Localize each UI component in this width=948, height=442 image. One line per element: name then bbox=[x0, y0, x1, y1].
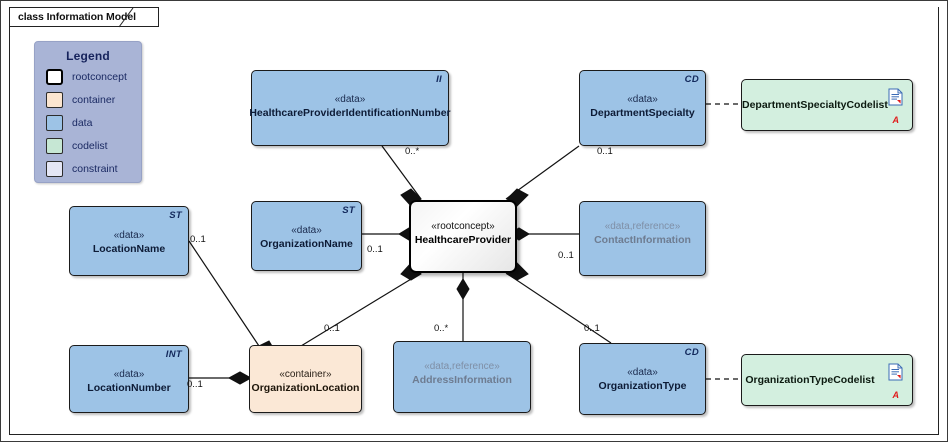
node-stereotype-contact-information: «data,reference» bbox=[604, 221, 681, 232]
multiplicity-department-specialty: 0..1 bbox=[597, 146, 613, 157]
node-stereotype-address-information: «data,reference» bbox=[424, 361, 500, 372]
legend-swatch-rootconcept bbox=[46, 68, 63, 85]
node-name-hpin: HealthcareProviderIdentificationNumber bbox=[249, 107, 451, 119]
node-stereotype-organization-location: «container» bbox=[279, 369, 332, 380]
class-node-contactinformation[interactable]: «data,reference» ContactInformation bbox=[579, 201, 706, 276]
node-stereotype-location-name: «data» bbox=[113, 230, 145, 241]
multiplicity-organization-type: 0..1 bbox=[584, 323, 600, 334]
node-corner-marker-organization-type: CD bbox=[684, 347, 699, 358]
node-name-location-name: LocationName bbox=[92, 243, 166, 255]
node-stereotype-organization-name: «data» bbox=[291, 225, 322, 236]
legend-title: Legend bbox=[66, 49, 110, 63]
node-name-organization-type: OrganizationType bbox=[598, 380, 687, 392]
legend-label-codelist: codelist bbox=[72, 139, 108, 152]
class-node-locationnumber[interactable]: INT «data» LocationNumber bbox=[69, 345, 189, 413]
class-node-locationname[interactable]: ST «data» LocationName bbox=[69, 206, 189, 276]
node-stereotype-location-number: «data» bbox=[113, 369, 145, 380]
node-corner-marker-organization-name: ST bbox=[342, 205, 355, 216]
class-node-departmentspecialty[interactable]: CD «data» DepartmentSpecialty bbox=[579, 70, 706, 146]
node-name-department-specialty-codelist: DepartmentSpecialtyCodelist bbox=[742, 99, 888, 111]
class-node-addressinformation[interactable]: «data,reference» AddressInformation bbox=[393, 341, 531, 413]
node-corner-marker-location-name: ST bbox=[169, 210, 182, 221]
class-node-healthcareprovideridentificationnumber[interactable]: II «data» HealthcareProviderIdentificati… bbox=[249, 70, 451, 146]
legend-item-codelist: codelist bbox=[46, 136, 141, 155]
edge-location-name bbox=[188, 240, 260, 347]
edge-organization-location bbox=[300, 272, 422, 347]
node-name-address-information: AddressInformation bbox=[412, 374, 512, 386]
multiplicity-organization-name: 0..1 bbox=[367, 244, 383, 255]
node-corner-marker-department-specialty: CD bbox=[684, 74, 699, 85]
diagram-frame-title-tab: class Information Model bbox=[9, 7, 159, 27]
diamond-location-number bbox=[227, 371, 253, 385]
legend-label-data: data bbox=[72, 116, 93, 129]
class-node-departmentspecialtycodelist[interactable]: DepartmentSpecialtyCodelist A bbox=[741, 79, 913, 131]
node-stereotype-department-specialty: «data» bbox=[627, 94, 658, 105]
legend-item-data: data bbox=[46, 113, 141, 132]
node-name-organization-type-codelist: OrganizationTypeCodelist bbox=[745, 374, 875, 386]
node-annotation-organization-type-codelist: A bbox=[892, 390, 900, 400]
legend-swatch-data bbox=[46, 114, 63, 131]
class-node-organizationtype[interactable]: CD «data» OrganizationType bbox=[579, 343, 706, 415]
node-stereotype-hpin: «data» bbox=[334, 94, 366, 105]
node-annotation-department-specialty-codelist: A bbox=[892, 115, 900, 125]
legend-item-constraint: constraint bbox=[46, 159, 141, 178]
node-name-organization-location: OrganizationLocation bbox=[251, 382, 360, 394]
legend-label-container: container bbox=[72, 93, 116, 106]
node-name-department-specialty: DepartmentSpecialty bbox=[590, 107, 695, 119]
diamond-address-information bbox=[456, 278, 470, 300]
multiplicity-contact-information: 0..1 bbox=[558, 250, 574, 261]
diagram-title: class Information Model bbox=[18, 11, 136, 23]
multiplicity-location-number: 0..1 bbox=[187, 379, 203, 390]
class-node-healthcareprovider-root[interactable]: «rootconcept» HealthcareProvider bbox=[409, 200, 517, 273]
class-node-organizationname[interactable]: ST «data» OrganizationName bbox=[251, 201, 362, 271]
node-corner-marker-location-number: INT bbox=[165, 349, 182, 360]
multiplicity-hpin: 0..* bbox=[405, 146, 420, 157]
legend-swatch-container bbox=[46, 91, 63, 108]
document-icon bbox=[888, 363, 903, 381]
legend-label-constraint: constraint bbox=[72, 162, 118, 175]
legend-item-rootconcept: rootconcept bbox=[46, 67, 141, 86]
node-name-organization-name: OrganizationName bbox=[260, 238, 353, 250]
legend-item-container: container bbox=[46, 90, 141, 109]
node-name-root: HealthcareProvider bbox=[414, 234, 512, 246]
multiplicity-location-name: 0..1 bbox=[190, 234, 206, 245]
node-stereotype-root: «rootconcept» bbox=[431, 221, 495, 232]
edge-department-specialty bbox=[505, 145, 580, 200]
legend-panel: Legend rootconcept container data codeli… bbox=[34, 41, 142, 183]
multiplicity-organization-location: 0..1 bbox=[324, 323, 340, 334]
class-node-organizationlocation[interactable]: «container» OrganizationLocation bbox=[249, 345, 362, 413]
legend-swatch-constraint bbox=[46, 160, 63, 177]
document-icon bbox=[888, 88, 903, 106]
node-name-location-number: LocationNumber bbox=[87, 382, 171, 394]
legend-label-rootconcept: rootconcept bbox=[72, 70, 127, 83]
node-corner-marker-hpin: II bbox=[436, 74, 442, 85]
node-name-contact-information: ContactInformation bbox=[594, 234, 691, 246]
multiplicity-address-information: 0..* bbox=[434, 323, 449, 334]
legend-swatch-codelist bbox=[46, 137, 63, 154]
class-node-organizationtypecodelist[interactable]: OrganizationTypeCodelist A bbox=[741, 354, 913, 406]
node-stereotype-organization-type: «data» bbox=[627, 367, 658, 378]
